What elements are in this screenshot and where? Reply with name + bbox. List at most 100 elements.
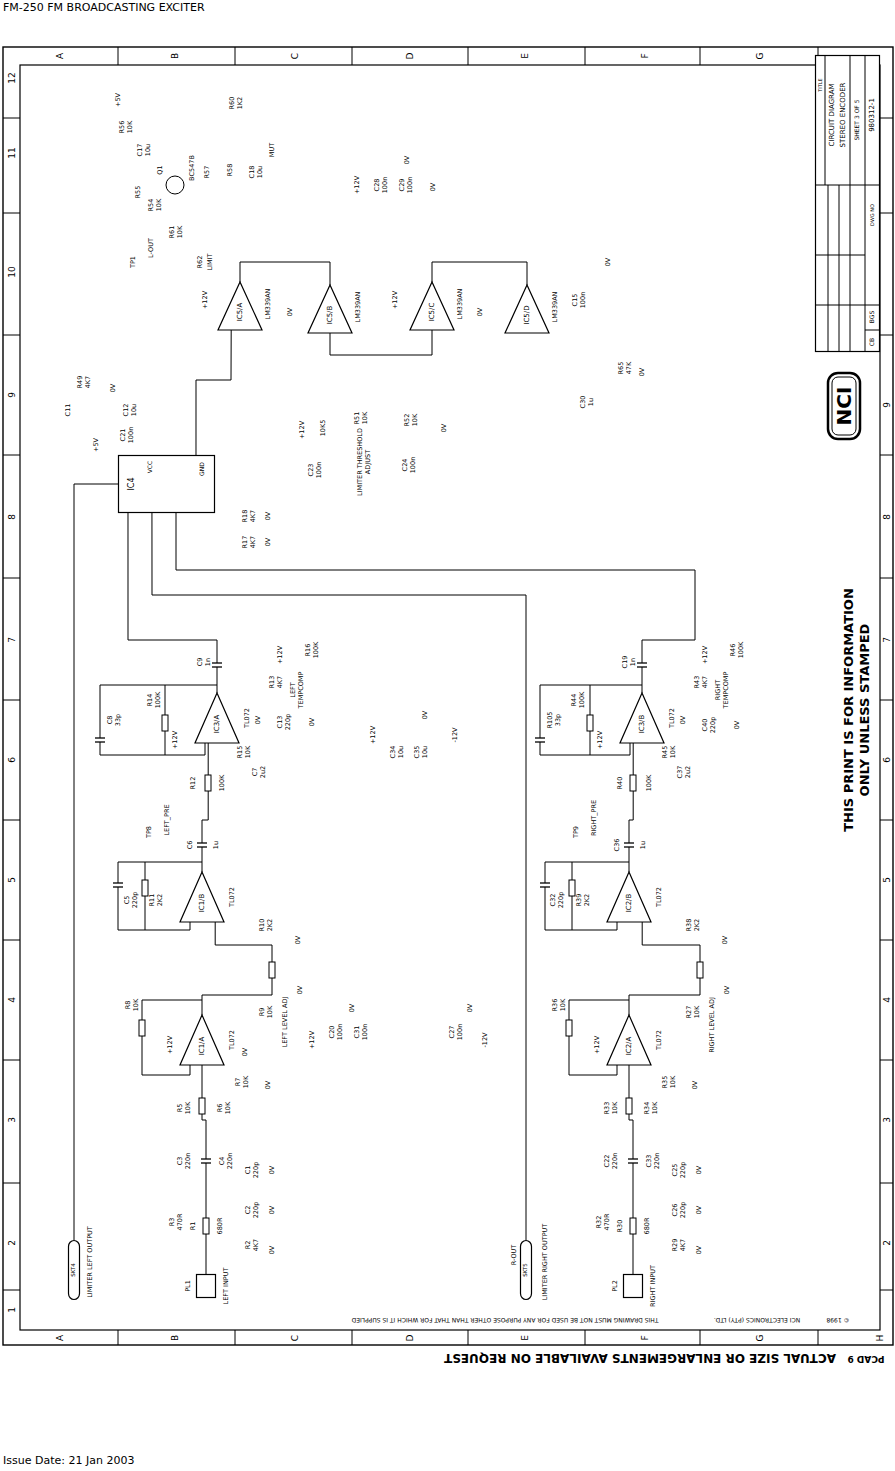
node-outline (196, 1274, 216, 1298)
component-label: 100n (407, 177, 414, 194)
component-label: -12V (452, 727, 459, 742)
component-label: 220n (227, 1153, 234, 1170)
box-outline (119, 456, 215, 513)
capacitor-symbol (197, 846, 207, 847)
capacitor-symbol (113, 886, 123, 887)
grid-tick (235, 47, 236, 65)
component-label: 100n (316, 462, 323, 479)
grid-tick (818, 1330, 819, 1345)
component-label: C5 (124, 896, 131, 905)
drawing-note: PCAD 9 (847, 1354, 884, 1363)
grid-reference: G (756, 53, 765, 60)
component-label: TP8 (146, 826, 153, 838)
component-label: 1u (640, 841, 647, 849)
component-label: R58 (227, 164, 234, 177)
node-title: IC3/A (214, 715, 221, 734)
component-label: C9 (197, 658, 204, 667)
component-label: 220p (680, 1162, 687, 1179)
component-label: R33 (604, 1102, 611, 1115)
feedback-wire (540, 685, 590, 755)
component-label: 220n (654, 1153, 661, 1170)
grid-tick (880, 118, 893, 119)
ic-chip: IC4VCCGND (118, 455, 215, 513)
component-label: 0V (696, 1246, 703, 1255)
component-label: C24 (402, 459, 409, 472)
component-label: 10K (156, 199, 163, 212)
signal-wire (202, 1065, 206, 1274)
component-label: R27 (686, 1006, 693, 1019)
component-label: 680R (217, 1218, 224, 1235)
component-label: R18 (242, 510, 249, 523)
component-label: +12V (392, 291, 399, 309)
signal-wire (196, 330, 231, 455)
node-title: IC3/B (639, 715, 646, 734)
resistor-symbol (205, 775, 211, 791)
component-label: C27 (449, 1026, 456, 1039)
component-label: 10K (652, 1102, 659, 1115)
drawing-note: ACTUAL SIZE OR ENLARGEMENTS AVAILABLE ON… (444, 1352, 836, 1364)
capacitor-symbol (535, 737, 545, 738)
grid-reference: G (756, 1335, 765, 1342)
grid-tick (880, 700, 893, 701)
grid-tick (700, 47, 701, 65)
grid-reference: 7 (8, 637, 17, 643)
component-label: R14 (147, 694, 154, 707)
component-label: R30 (617, 1220, 624, 1233)
component-label: 100n (410, 457, 417, 474)
component-label: 10u (422, 746, 429, 758)
title-block: TITLECIRCUIT DIAGRAMSTEREO ENCODERSHEET … (815, 55, 880, 352)
component-label: R49 (77, 376, 84, 389)
component-label: C15 (572, 294, 579, 307)
grid-tick (3, 335, 20, 336)
component-label: 0V (309, 718, 316, 727)
component-label: C21 (120, 429, 127, 442)
grid-tick (880, 1060, 893, 1061)
component-label: +5V (93, 438, 100, 452)
component-label: +12V (202, 291, 209, 309)
resistor-symbol (199, 1098, 205, 1114)
capacitor-symbol (624, 846, 634, 847)
node-caption: LM339AN (457, 289, 464, 320)
component-label: R15 (237, 746, 244, 759)
component-label: 10K (127, 121, 134, 134)
resistor-symbol (139, 1020, 145, 1036)
component-label: RIGHT_PRE (591, 800, 598, 836)
component-label: C7 (252, 768, 259, 777)
component-label: 10K (185, 1102, 192, 1115)
component-label: R29 (672, 1239, 679, 1252)
amplifier-triangle (218, 282, 262, 330)
component-label: 1u (588, 398, 595, 406)
grid-tick (3, 820, 20, 821)
amplifier-triangle (308, 285, 352, 333)
amplifier-triangle (195, 693, 239, 743)
component-label: C17 (137, 144, 144, 157)
node-title: IC5/D (524, 305, 531, 324)
grid-tick (880, 335, 893, 336)
component-label: 0V (722, 936, 729, 945)
component-label: 0V (467, 1004, 474, 1013)
capacitor-symbol (624, 842, 634, 843)
resistor-symbol (162, 715, 168, 731)
grid-reference: 8 (883, 514, 892, 520)
node-caption: LM339AN (265, 289, 272, 320)
component-label: 0V (692, 1081, 699, 1090)
component-label: R13 (269, 676, 276, 689)
resistor-symbol (142, 880, 148, 896)
input-connector: PL2RIGHT INPUT (623, 1274, 643, 1298)
grid-tick (3, 213, 20, 214)
component-label: 220p (253, 1162, 260, 1179)
component-label: 10K (267, 1006, 274, 1019)
signal-wire (152, 513, 526, 1240)
component-label: R46 (730, 644, 737, 657)
component-label: R52 (404, 414, 411, 427)
node-caption: TL072 (656, 887, 663, 907)
component-label: LEFT_PRE (164, 804, 171, 835)
component-label: +12V (172, 731, 179, 749)
component-label: MUT (269, 143, 276, 157)
component-label: +12V (299, 421, 306, 439)
node-title: IC5/A (237, 303, 244, 322)
capacitor-symbol (540, 882, 550, 883)
opamp-symbol: IC3/BTL072 (620, 693, 664, 743)
component-label: 10K5 (320, 420, 327, 437)
